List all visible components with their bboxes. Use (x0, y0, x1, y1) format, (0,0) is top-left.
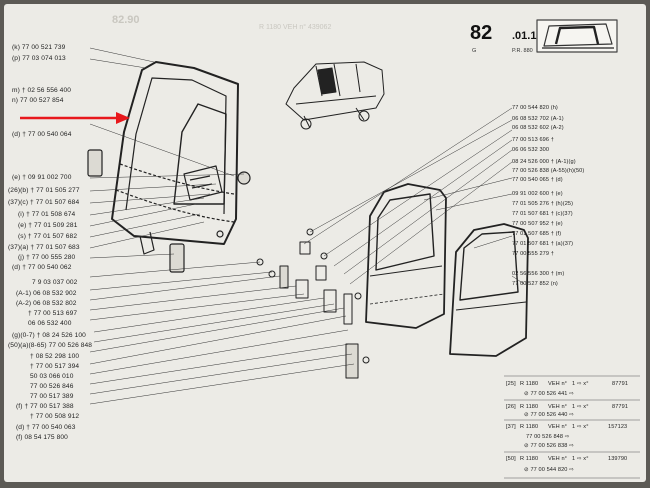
part-label: (A-1) 06 08 532 902 (16, 290, 77, 297)
row-veh: VEH n° (548, 456, 568, 462)
part-label: (i) † 77 01 508 674 (18, 211, 76, 218)
part-label: (26)(b) † 77 01 505 277 (8, 187, 80, 194)
row-range: 1 ⇨ x° (572, 404, 589, 410)
part-label: (d) † 77 00 540 064 (12, 131, 72, 138)
part-label: (37)(c) † 77 01 507 684 (8, 199, 80, 206)
part-label: 06 08 532 702 (A-1) (512, 116, 564, 122)
part-label: 06 08 532 602 (A-2) (512, 125, 564, 131)
row-serial: 157123 (608, 424, 628, 430)
part-label: 7 9 03 037 002 (32, 279, 78, 286)
part-label: 77 01 507 681 † (c)(37) (512, 211, 573, 217)
part-label: (f) † 77 00 517 388 (16, 403, 74, 410)
part-label: 77 00 517 389 (30, 393, 74, 400)
row-model: R 1180 (520, 381, 539, 387)
part-label: (p) 77 03 074 013 (12, 55, 66, 62)
part-label: (f) 08 54 175 800 (16, 434, 68, 441)
row-veh: VEH n° (548, 424, 568, 430)
door-frame-drawing (111, 61, 239, 255)
part-label: 50 03 066 010 (30, 373, 74, 380)
row-key: [50] (506, 456, 516, 462)
row-serial: 139790 (608, 456, 628, 462)
part-label: 77 00 527 852 (n) (512, 281, 558, 287)
part-label: 06 06 532 300 (512, 147, 550, 153)
part-label: (k) 77 00 521 739 (12, 44, 66, 51)
row-key: [25] (506, 381, 516, 387)
row-range: 1 ⇨ x° (572, 381, 589, 387)
bg-text-left: R 1180 VEH n° 439062 (259, 24, 332, 31)
part-label: 77 00 513 696 † (512, 137, 554, 143)
part-label: 06 06 532 400 (28, 320, 72, 327)
part-label: 08 24 526 000 † (A-1)(g) (512, 159, 576, 165)
row-veh: VEH n° (548, 404, 568, 410)
part-label: (j) † 77 00 555 280 (18, 254, 76, 261)
exploded-door-diagram (20, 19, 640, 479)
part-label: 77 00 544 820 (h) (512, 105, 558, 111)
red-arrow-icon (20, 112, 130, 124)
part-label: (s) † 77 01 507 682 (18, 233, 78, 240)
part-label: (d) † 77 00 540 063 (16, 424, 76, 431)
part-label: 77 00 526 838 (A-55)(h)(50) (512, 168, 585, 174)
part-label: 77 00 507 952 † (e) (512, 221, 563, 227)
row-ref-2: ⊘ 77 00 526 838 ⇨ (524, 443, 574, 449)
part-label: † 77 00 508 912 (30, 413, 80, 420)
part-label: † 77 00 517 394 (30, 363, 80, 370)
veh-table-rules (504, 375, 640, 479)
front-door-drawing (365, 183, 447, 329)
part-label: m) † 02 56 556 400 (12, 87, 71, 94)
row-key: [37] (506, 424, 516, 430)
page-section: .01.1 (512, 30, 537, 42)
part-label: 77 01 507 681 † (a)(37) (512, 241, 574, 247)
row-ref: ⊘ 77 00 526 441 ⇨ (524, 391, 574, 397)
leader-lines-left (89, 47, 355, 405)
car-overview-drawing (285, 61, 385, 130)
part-label: n) 77 00 527 854 (12, 97, 64, 104)
part-label: 77 01 505 276 † (h)(25) (512, 201, 574, 207)
part-label: (37)(a) † 77 01 507 683 (8, 244, 80, 251)
seal-part-bottom (169, 243, 185, 273)
row-model: R 1180 (520, 424, 539, 430)
seal-part-left (87, 149, 103, 177)
row-model: R 1180 (520, 456, 539, 462)
row-serial: 87791 (612, 381, 629, 387)
parts-catalog-page: R 1180 VEH n° 439062 82.90 82 .01.1 G P.… (4, 4, 646, 482)
rear-door-drawing (449, 223, 529, 357)
row-serial: 87791 (612, 404, 629, 410)
part-label: (A-2) 06 08 532 802 (16, 300, 77, 307)
row-key: [26] (506, 404, 516, 410)
part-label: † 08 52 298 100 (30, 353, 80, 360)
page-sub-left: G (472, 48, 477, 54)
part-label: 02 56 556 300 † (m) (512, 271, 565, 277)
part-label: (e) † 09 91 002 700 (12, 174, 72, 181)
hinge-parts-cluster (256, 228, 370, 379)
page-number: 82 (470, 22, 493, 44)
part-label: (g)(0-7) † 08 24 526 100 (12, 332, 86, 339)
page-sub-right: P.R. 880 (512, 48, 533, 54)
header-car-thumbnail (536, 19, 618, 53)
leader-lines-right (303, 107, 525, 285)
part-label: 09 91 002 600 † (e) (512, 191, 563, 197)
row-ref: 77 00 526 848 ⇨ (526, 434, 570, 440)
part-label: (e) † 77 01 509 281 (18, 222, 78, 229)
row-range: 1 ⇨ x° (572, 424, 589, 430)
part-label: 77 00 540 065 † (d) (512, 177, 563, 183)
row-ref: ⊘ 77 00 526 440 ⇨ (524, 412, 574, 418)
row-veh: VEH n° (548, 381, 568, 387)
part-label: (50)(a)(8-65) 77 00 526 848 (8, 342, 93, 349)
part-label: 77 01 507 685 † (f) (512, 231, 562, 237)
part-label: 77 00 555 279 † (512, 251, 554, 257)
row-ref: ⊘ 77 00 544 820 ⇨ (524, 467, 574, 473)
bg-text-right: 82.90 (112, 14, 140, 26)
part-label: (d) † 77 00 540 062 (12, 264, 72, 271)
row-model: R 1180 (520, 404, 539, 410)
part-label: † 77 00 513 697 (28, 310, 78, 317)
row-range: 1 ⇨ x° (572, 456, 589, 462)
part-label: 77 00 526 846 (30, 383, 74, 390)
